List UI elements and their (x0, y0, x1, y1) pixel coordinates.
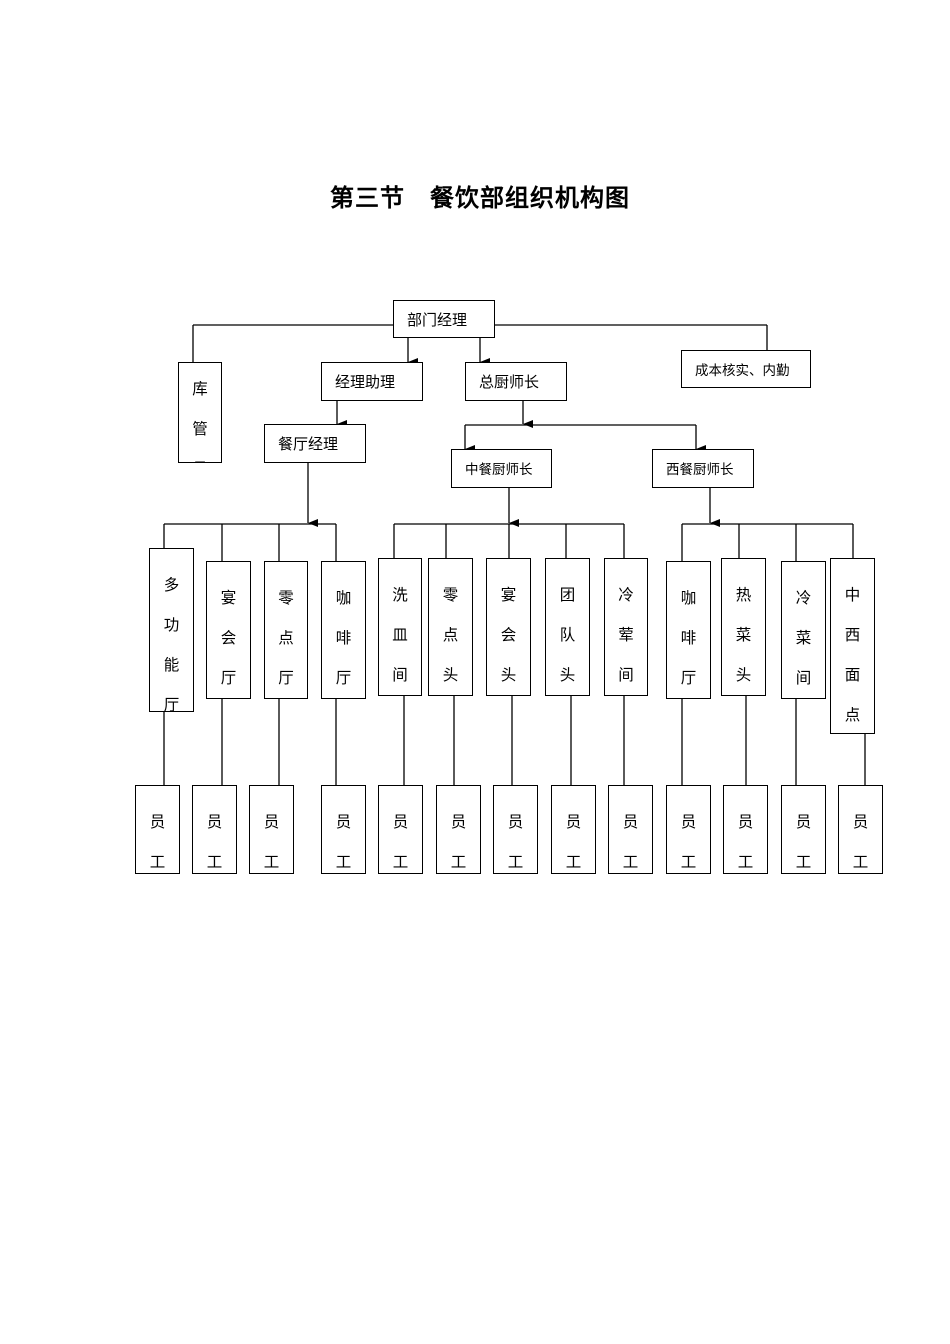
staff-box: 员工 (321, 785, 366, 874)
staff-box-label: 员工 (263, 813, 280, 871)
restaurant-manager-box: 餐厅经理 (264, 424, 366, 463)
staff-box-label: 员工 (149, 813, 166, 871)
unit-box-label: 宴会厅 (220, 589, 237, 687)
unit-box: 宴会头 (486, 558, 531, 696)
assistant-manager-box: 经理助理 (321, 362, 423, 401)
unit-box: 热菜头 (721, 558, 766, 696)
staff-box-label: 员工 (737, 813, 754, 871)
unit-box-label: 洗皿间 (392, 586, 408, 684)
staff-box: 员工 (436, 785, 481, 874)
unit-box: 冷菜间 (781, 561, 826, 699)
warehouse-box-label: 库管员 (192, 380, 208, 462)
staff-box: 员工 (781, 785, 826, 874)
cost-control-box: 成本核实、内勤 (681, 350, 811, 388)
unit-box-label: 零点厅 (278, 589, 294, 687)
unit-box: 洗皿间 (378, 558, 422, 696)
unit-box: 多功能厅 (149, 548, 194, 712)
unit-box-label: 咖啡厅 (680, 589, 697, 687)
unit-box-label: 零点头 (442, 586, 459, 684)
unit-box-label: 冷荤间 (618, 586, 634, 684)
staff-box: 员工 (378, 785, 423, 874)
staff-box: 员工 (838, 785, 883, 874)
western-chef-box: 西餐厨师长 (652, 449, 754, 488)
unit-box-label: 冷菜间 (795, 589, 812, 687)
unit-box: 团队头 (545, 558, 590, 696)
staff-box: 员工 (666, 785, 711, 874)
staff-box: 员工 (723, 785, 768, 874)
staff-box-label: 员工 (507, 813, 524, 871)
staff-box-label: 员工 (795, 813, 812, 871)
unit-box-label: 多功能厅 (163, 576, 180, 712)
executive-chef-box: 总厨师长 (465, 362, 567, 401)
staff-box: 员工 (192, 785, 237, 874)
staff-box-label: 员工 (565, 813, 582, 871)
staff-box-label: 员工 (206, 813, 223, 871)
staff-box: 员工 (249, 785, 294, 874)
staff-box: 员工 (608, 785, 653, 874)
staff-box-label: 员工 (450, 813, 467, 871)
dept-manager-box: 部门经理 (393, 300, 495, 338)
unit-box: 中西面点 (830, 558, 875, 734)
unit-box: 咖啡厅 (321, 561, 366, 699)
staff-box: 员工 (493, 785, 538, 874)
chinese-chef-box: 中餐厨师长 (451, 449, 552, 488)
staff-box-label: 员工 (680, 813, 697, 871)
staff-box: 员工 (135, 785, 180, 874)
unit-box: 冷荤间 (604, 558, 648, 696)
staff-box-label: 员工 (622, 813, 639, 871)
unit-box-label: 团队头 (559, 586, 576, 684)
unit-box: 宴会厅 (206, 561, 251, 699)
unit-box-label: 中西面点 (844, 586, 861, 724)
unit-box: 咖啡厅 (666, 561, 711, 699)
page-title: 第三节 餐饮部组织机构图 (330, 183, 630, 212)
unit-box: 零点厅 (264, 561, 308, 699)
unit-box-label: 热菜头 (735, 586, 752, 684)
staff-box: 员工 (551, 785, 596, 874)
warehouse-box: 库管员 (178, 362, 222, 463)
unit-box-label: 咖啡厅 (335, 589, 352, 687)
staff-box-label: 员工 (392, 813, 409, 871)
unit-box-label: 宴会头 (500, 586, 517, 684)
unit-box: 零点头 (428, 558, 473, 696)
staff-box-label: 员工 (335, 813, 352, 871)
staff-box-label: 员工 (852, 813, 869, 871)
